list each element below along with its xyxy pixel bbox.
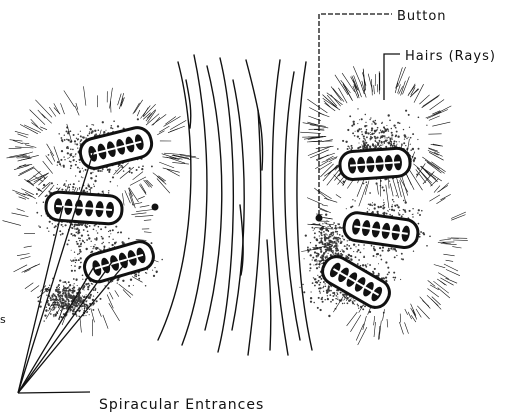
label-spiracular-entrances: Spiracular Entrances (99, 397, 264, 413)
spiracular-leader-6 (18, 392, 90, 393)
right-spiracle-1 (339, 148, 411, 181)
label-hairs-rays: Hairs (Rays) (405, 49, 496, 64)
spiracular-leader-3 (18, 265, 95, 393)
central-fibre-lines (158, 55, 312, 355)
right-button-dot (316, 215, 323, 222)
left-button-dot (152, 204, 159, 211)
right-spiracles (318, 148, 420, 313)
label-edge-fragment: s (0, 313, 7, 326)
right-spiracle-3 (318, 252, 394, 312)
left-spiracle-2 (45, 191, 123, 224)
left-spiracles (45, 125, 156, 285)
spiracular-leader-1 (18, 150, 94, 393)
right-spiracle-2 (342, 211, 419, 249)
label-button: Button (397, 9, 447, 24)
button-leader (319, 14, 392, 215)
